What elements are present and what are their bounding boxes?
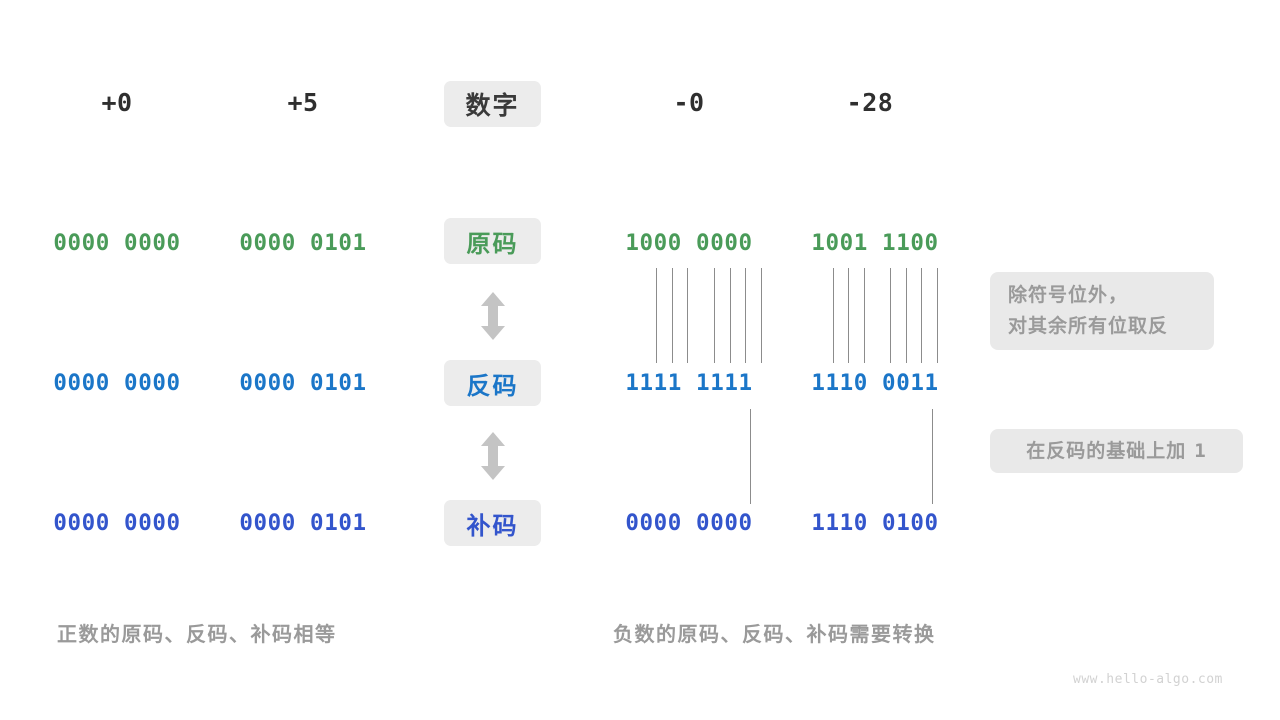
column-header-plus-five: +5 (287, 88, 319, 117)
row-label-original-code: 原码 (444, 218, 541, 264)
note-add-one-value: 1 (1194, 439, 1207, 462)
cell-original-plus-five: 0000 0101 (239, 230, 367, 256)
cell-original-minus-zero: 1000 0000 (625, 230, 753, 256)
connector-line (937, 268, 938, 363)
note-invert-bits: 除符号位外， 对其余所有位取反 (990, 272, 1214, 350)
cell-original-minus-twentyeight: 1001 1100 (811, 230, 939, 256)
connector-line (750, 409, 751, 504)
connector-line (848, 268, 849, 363)
connector-line (745, 268, 746, 363)
cell-ones-plus-zero: 0000 0000 (53, 370, 181, 396)
connector-line (890, 268, 891, 363)
connector-line (906, 268, 907, 363)
caption-negative: 负数的原码、反码、补码需要转换 (613, 624, 936, 646)
connector-line (761, 268, 762, 363)
connector-line (687, 268, 688, 363)
row-label-twos-complement: 补码 (444, 500, 541, 546)
note-invert-bits-line1: 除符号位外， (1008, 285, 1129, 306)
connector-line (932, 409, 933, 504)
note-add-one-text: 在反码的基础上加 (1026, 440, 1187, 462)
cell-ones-minus-twentyeight: 1110 0011 (811, 370, 939, 396)
cell-twos-minus-twentyeight: 1110 0100 (811, 510, 939, 536)
connector-line (714, 268, 715, 363)
connector-line (672, 268, 673, 363)
connector-line (864, 268, 865, 363)
cell-twos-minus-zero: 0000 0000 (625, 510, 753, 536)
double-arrow-vertical-icon-bottom (478, 431, 508, 486)
connector-line (921, 268, 922, 363)
column-header-minus-zero: -0 (673, 88, 705, 117)
row-label-ones-complement: 反码 (444, 360, 541, 406)
column-header-plus-zero: +0 (101, 88, 133, 117)
column-header-minus-twentyeight: -28 (846, 88, 894, 117)
cell-ones-plus-five: 0000 0101 (239, 370, 367, 396)
connector-line (656, 268, 657, 363)
center-header-number-label: 数字 (465, 92, 520, 120)
note-invert-bits-line2: 对其余所有位取反 (1008, 316, 1169, 337)
double-arrow-vertical-icon-top (478, 291, 508, 346)
cell-ones-minus-zero: 1111 1111 (625, 370, 753, 396)
connector-line (833, 268, 834, 363)
cell-twos-plus-zero: 0000 0000 (53, 510, 181, 536)
note-add-one: 在反码的基础上加 1 (990, 429, 1243, 473)
caption-positive: 正数的原码、反码、补码相等 (57, 624, 337, 646)
connector-line (730, 268, 731, 363)
center-header-number-pill: 数字 (444, 81, 541, 127)
cell-original-plus-zero: 0000 0000 (53, 230, 181, 256)
cell-twos-plus-five: 0000 0101 (239, 510, 367, 536)
watermark-url: www.hello-algo.com (1073, 672, 1223, 687)
